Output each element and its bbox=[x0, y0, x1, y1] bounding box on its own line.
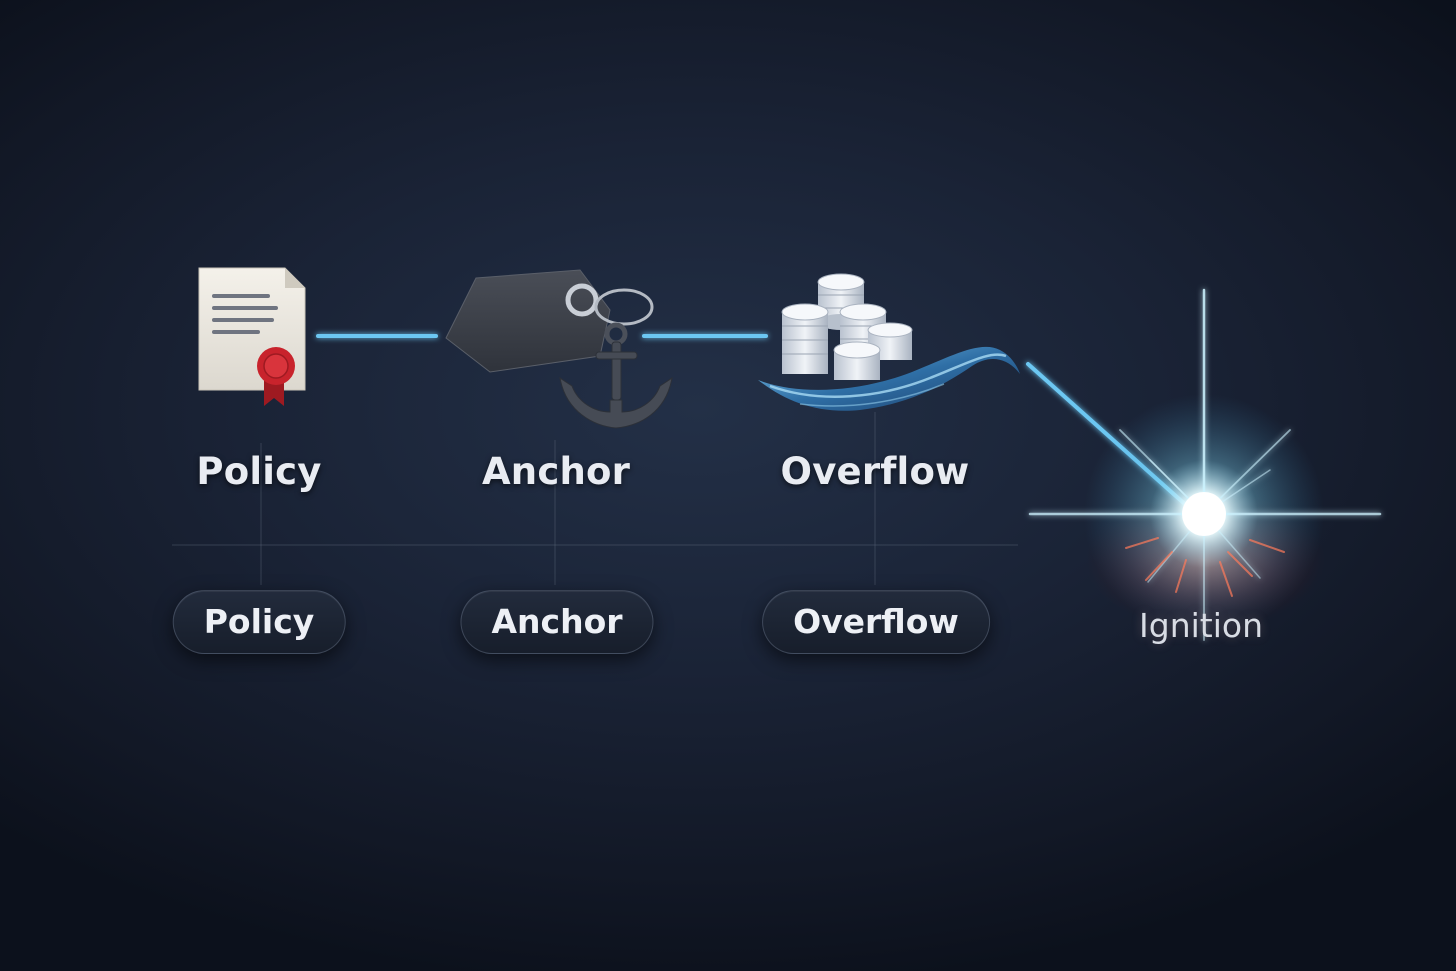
policy-pill[interactable]: Policy bbox=[172, 590, 346, 654]
anchor-tag-icon bbox=[445, 269, 673, 429]
certificate-icon bbox=[198, 267, 306, 406]
coins-wave-icon bbox=[758, 273, 1020, 411]
guide-lines bbox=[172, 412, 1018, 585]
connectors bbox=[316, 334, 1198, 516]
ignition-label: Ignition bbox=[1139, 606, 1263, 645]
anchor-pill[interactable]: Anchor bbox=[460, 590, 654, 654]
stage-label-policy: Policy bbox=[196, 450, 322, 493]
stage-label-anchor: Anchor bbox=[481, 450, 631, 493]
overflow-pill[interactable]: Overflow bbox=[762, 590, 990, 654]
spark-burst-icon bbox=[1028, 288, 1382, 641]
stage-label-overflow: Overflow bbox=[780, 450, 970, 493]
